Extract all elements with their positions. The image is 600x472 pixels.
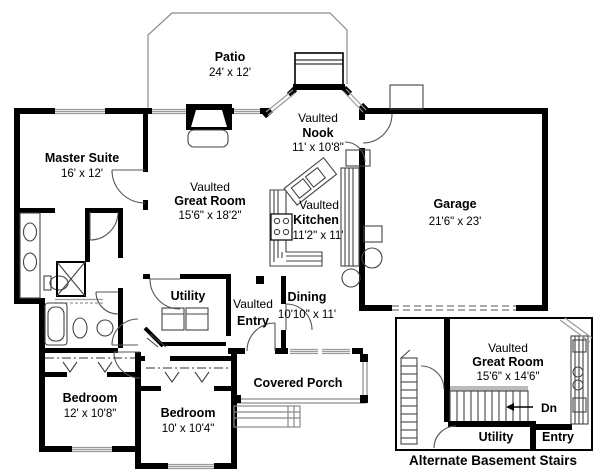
- dn-label: Dn: [541, 401, 557, 415]
- inset-alternate-basement: [395, 317, 593, 451]
- nook-prefix: Vaulted: [298, 111, 338, 125]
- garage-label: Garage: [433, 197, 476, 211]
- garage-dims: 21'6" x 23': [429, 216, 482, 228]
- inset-great-room-prefix: Vaulted: [488, 341, 528, 355]
- great-room-dims: 15'6" x 18'2": [178, 210, 241, 222]
- patio-fireplace: [294, 52, 344, 87]
- covered-porch-label: Covered Porch: [254, 376, 343, 390]
- garage-door: [392, 304, 516, 312]
- patio-dims: 24' x 12': [209, 67, 251, 79]
- inset-entry-label: Entry: [542, 430, 574, 444]
- great-room-label: Great Room: [174, 194, 246, 208]
- great-room-prefix: Vaulted: [190, 180, 230, 194]
- dn-arrow: [506, 403, 533, 411]
- garage-fixtures: [361, 84, 424, 269]
- patio-outline: [147, 12, 348, 110]
- windows: [55, 88, 367, 470]
- bath-fixtures: [19, 212, 114, 346]
- entry-prefix: Vaulted: [233, 297, 273, 311]
- interior-walls: [14, 108, 286, 391]
- covered-porch: [233, 354, 368, 428]
- dining-label: Dining: [288, 290, 327, 304]
- bedroom1-dims: 12' x 10'8": [64, 408, 117, 420]
- patio-label: Patio: [215, 50, 246, 64]
- door-arcs: [89, 113, 393, 379]
- fireplace: [186, 104, 232, 148]
- nook-label: Nook: [302, 126, 333, 140]
- inset-utility-label: Utility: [479, 430, 514, 444]
- utility-label: Utility: [171, 289, 206, 303]
- nook-dims: 11' x 10'8": [292, 142, 344, 154]
- kitchen-label: Kitchen: [293, 213, 339, 227]
- inset-great-room-label: Great Room: [472, 355, 544, 369]
- utility-appliances: [146, 307, 209, 348]
- kitchen-prefix: Vaulted: [299, 198, 339, 212]
- master-suite-dims: 16' x 12': [61, 168, 103, 180]
- dining-dims: 10'10" x 11': [278, 309, 336, 321]
- master-suite-label: Master Suite: [45, 151, 119, 165]
- bedroom2-label: Bedroom: [161, 406, 216, 420]
- closets: [45, 357, 231, 383]
- kitchen-dims: 11'2" x 11': [293, 230, 344, 242]
- basement-stairs: [449, 386, 529, 423]
- inset-great-room-dims: 15'6" x 14'6": [476, 371, 539, 383]
- kitchen-fixtures: [269, 149, 371, 288]
- bedroom1-label: Bedroom: [63, 391, 118, 405]
- entry-label: Entry: [237, 314, 269, 328]
- bedroom2-dims: 10' x 10'4": [162, 423, 215, 435]
- inset-caption: Alternate Basement Stairs: [409, 453, 577, 468]
